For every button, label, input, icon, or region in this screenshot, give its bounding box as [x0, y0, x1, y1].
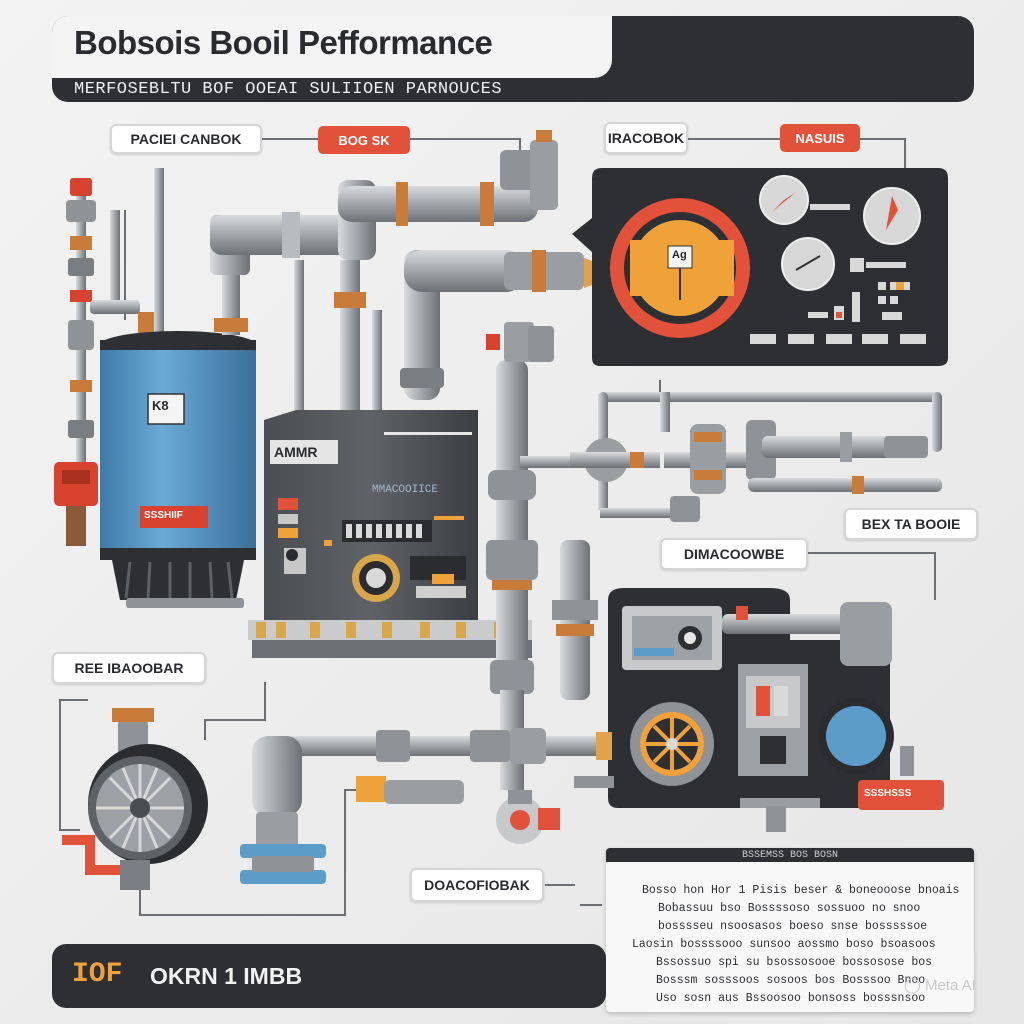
footer-banner: IOF OKRN 1 IMBB: [52, 944, 606, 1008]
note-line: Bssossuo spi su bsossosooe bossosose bos: [656, 956, 933, 969]
header-banner: Bobsois Booil Pefformance MERFOSEBLTU BO…: [52, 16, 974, 102]
note-line: Bosssm sosssoos sosoos bos Bosssoo Bnoo: [656, 974, 926, 987]
notes-card: BSSEMSS BOS BOSN Bosso hon Hor 1 Pisis b…: [606, 848, 974, 1012]
boiler-brand: AMMR: [274, 444, 318, 460]
tag-top-left: BOG SK: [318, 126, 410, 154]
watermark: ◯ Meta AI: [904, 976, 976, 994]
pump-tag: SSSHSSS: [864, 788, 912, 799]
tank-plate: K8: [152, 398, 169, 413]
header-title-area: [52, 16, 612, 78]
right-pipework: [570, 392, 942, 522]
note-line: Uso sosn aus Bssoosoo bonsoss bosssnsoo: [656, 992, 926, 1005]
boiler-model: MMACOOIICE: [372, 484, 439, 496]
center-pipework: [486, 322, 598, 790]
left-valve-column: [54, 168, 164, 546]
note-line: bosssseu nsoosasos boeso snse bosssssoe: [658, 920, 928, 933]
gauge-face-label: Ag: [672, 249, 687, 261]
label-bottom-mid: DOACOFIOBAK: [410, 868, 544, 902]
label-right-mid: BEX TA BOOIE: [844, 508, 978, 540]
upper-pipework: [210, 130, 600, 410]
label-lower-left: REE IBAOOBAR: [52, 652, 206, 684]
note-heading: BSSEMSS BOS BOSN: [742, 850, 839, 861]
boiler-unit: [248, 410, 532, 658]
tank-tag: SSSHIIF: [144, 510, 183, 521]
footer-code: IOF: [72, 959, 123, 990]
label-top-right: IRACOBOK: [604, 122, 688, 154]
page-title: Bobsois Booil Pefformance: [74, 24, 493, 61]
note-line: Bosso hon Hor 1 Pisis beser & boneooose …: [642, 884, 960, 897]
note-line: Laosin bossssooo sunsoo aossmo boso bsoa…: [632, 938, 936, 951]
tag-top-right: NASUIS: [780, 124, 860, 152]
footer-text: OKRN 1 IMBB: [150, 963, 303, 989]
watermark-text: Meta AI: [924, 977, 976, 994]
lower-pipework: [240, 728, 614, 884]
watermark-icon: ◯: [904, 977, 925, 994]
page-subtitle: MERFOSEBLTU BOF OOEAI SULIIOEN PARNOUCES: [74, 80, 503, 99]
note-line: Bobassuu bso Bossssoso sossuoo no snoo: [658, 902, 921, 915]
label-mid: DIMACOOWBE: [660, 538, 808, 570]
pump-panel: [608, 588, 944, 832]
label-top-left: PACIEI CANBOK: [110, 124, 262, 154]
water-tank: [100, 331, 256, 608]
fan-unit: [62, 708, 208, 890]
control-panel: [572, 168, 948, 366]
